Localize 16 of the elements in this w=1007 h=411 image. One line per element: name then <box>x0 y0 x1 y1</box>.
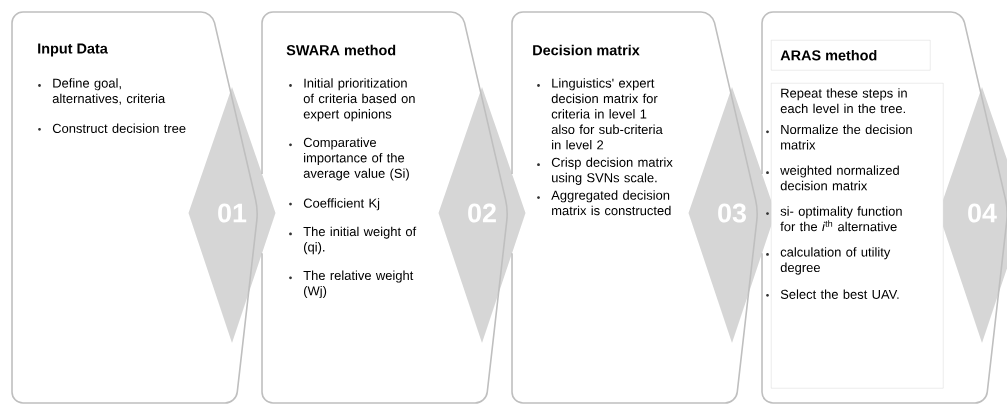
heading-box: ARAS method <box>771 40 931 71</box>
bullet-item: The relative weight (Wj) <box>289 270 414 298</box>
bullet-item: Coefficient Kj <box>289 198 380 211</box>
step-heading: Decision matrix <box>533 44 640 56</box>
bullet-item: Construct decision tree <box>38 123 186 133</box>
bullet-item: Linguistics' expert decision matrix for criteria in level 1 also for sub-criteria in level 2 <box>537 78 663 150</box>
bullet-item: Initial prioritization of criteria based on expert opinions <box>289 78 415 122</box>
bullet-item: Aggregated decision matrix is constructed <box>537 190 671 216</box>
bullet-item: Comparative importance of the average value (Si) <box>289 137 409 181</box>
card <box>761 11 1007 404</box>
intro-text: Repeat these steps in each level in the tree. <box>780 88 907 114</box>
bullet-item: The initial weight of (qi). <box>289 226 417 255</box>
step-heading: Input Data <box>38 43 108 57</box>
bullet-item: Crisp decision matrix using SVNs scale. <box>537 157 673 185</box>
bullet-item: Define goal, alternatives, criteria <box>38 78 166 105</box>
step-heading: SWARA method <box>286 44 396 56</box>
